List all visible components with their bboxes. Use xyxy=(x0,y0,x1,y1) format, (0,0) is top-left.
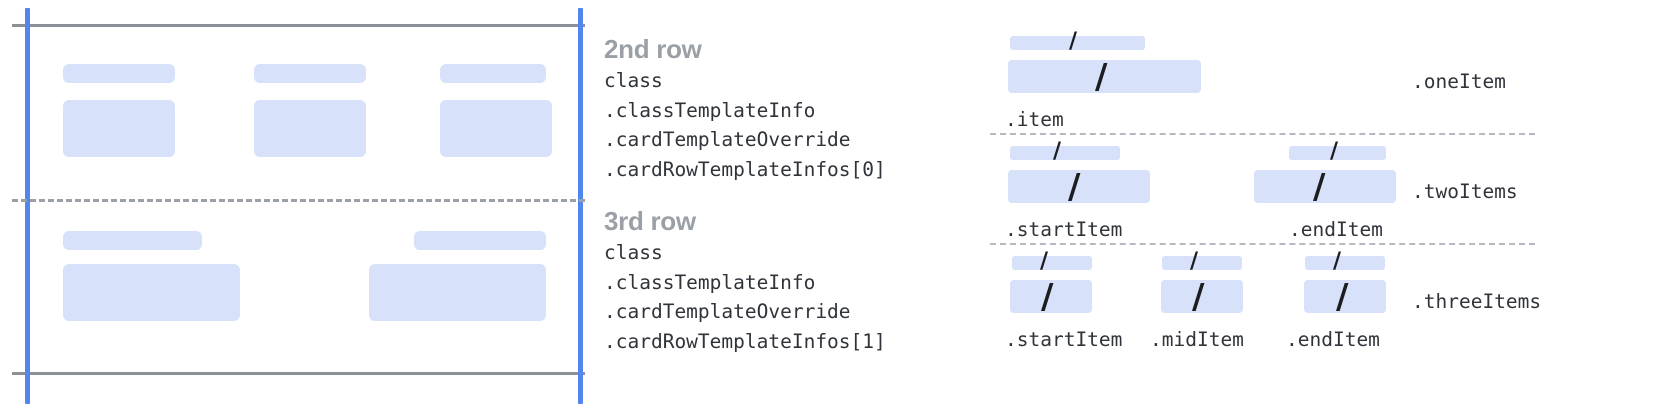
row-2-title: 2nd row xyxy=(604,34,702,64)
row2-item3-label-bar xyxy=(440,64,546,83)
row-2-code-line-2: .classTemplateInfo xyxy=(604,98,816,122)
card-top-rule xyxy=(12,24,585,27)
row3-item2-label-bar xyxy=(414,231,546,250)
row2-item3-body xyxy=(440,100,552,157)
one-item-slot-label: .item xyxy=(1005,108,1064,131)
row3-item2-body xyxy=(369,264,546,321)
two-items-start-body xyxy=(1008,170,1150,203)
row-3-code-line-2: .classTemplateInfo xyxy=(604,270,816,294)
variant-separator-1 xyxy=(990,133,1535,135)
three-items-end-body xyxy=(1304,280,1386,313)
variant-separator-2 xyxy=(990,243,1535,245)
row2-item2-body xyxy=(254,100,366,157)
row-3-code-line-3: .cardTemplateOverride xyxy=(604,300,851,323)
three-items-mid-label-bar xyxy=(1162,256,1242,270)
two-items-start-label-bar xyxy=(1010,146,1120,160)
row-3-title: 3rd row xyxy=(604,206,696,236)
row-2-code-line-1: class xyxy=(604,69,663,92)
row2-item2-label-bar xyxy=(254,64,366,83)
card-left-edge-bar xyxy=(25,8,30,404)
row-description-3: 3rd row class .classTemplateInfo .cardTe… xyxy=(604,204,886,356)
variant-name-three-items: .threeItems xyxy=(1412,290,1542,313)
three-items-mid-label: .midItem xyxy=(1150,328,1244,351)
three-items-start-label-bar xyxy=(1012,256,1092,270)
three-items-start-body xyxy=(1010,280,1092,313)
two-items-end-label: .endItem xyxy=(1289,218,1383,241)
two-items-end-label-bar xyxy=(1289,146,1386,160)
card-right-edge-bar xyxy=(578,8,583,404)
one-item-label-bar xyxy=(1010,36,1145,50)
card-row-divider xyxy=(12,199,585,202)
row2-item1-body xyxy=(63,100,175,157)
row-description-2: 2nd row class .classTemplateInfo .cardTe… xyxy=(604,32,886,184)
three-items-start-label: .startItem xyxy=(1005,328,1123,351)
row-3-code-line-4: .cardRowTemplateInfos[1] xyxy=(604,329,886,353)
variant-name-two-items: .twoItems xyxy=(1412,180,1518,203)
variant-name-one-item: .oneItem xyxy=(1412,70,1506,93)
two-items-start-label: .startItem xyxy=(1005,218,1123,241)
one-item-body xyxy=(1008,60,1201,93)
row-2-code-line-4: .cardRowTemplateInfos[0] xyxy=(604,157,886,181)
card-bottom-rule xyxy=(12,372,585,375)
row-3-code-line-1: class xyxy=(604,241,663,264)
row3-item1-label-bar xyxy=(63,231,202,250)
row3-item1-body xyxy=(63,264,240,321)
three-items-mid-body xyxy=(1161,280,1243,313)
variant-three-items: / / .startItem / / .midItem / / .endItem… xyxy=(0,0,1676,352)
row-2-code-line-3: .cardTemplateOverride xyxy=(604,128,851,151)
two-items-end-body xyxy=(1254,170,1396,203)
row2-item1-label-bar xyxy=(63,64,175,83)
three-items-end-label-bar xyxy=(1305,256,1385,270)
three-items-end-label: .endItem xyxy=(1286,328,1380,351)
